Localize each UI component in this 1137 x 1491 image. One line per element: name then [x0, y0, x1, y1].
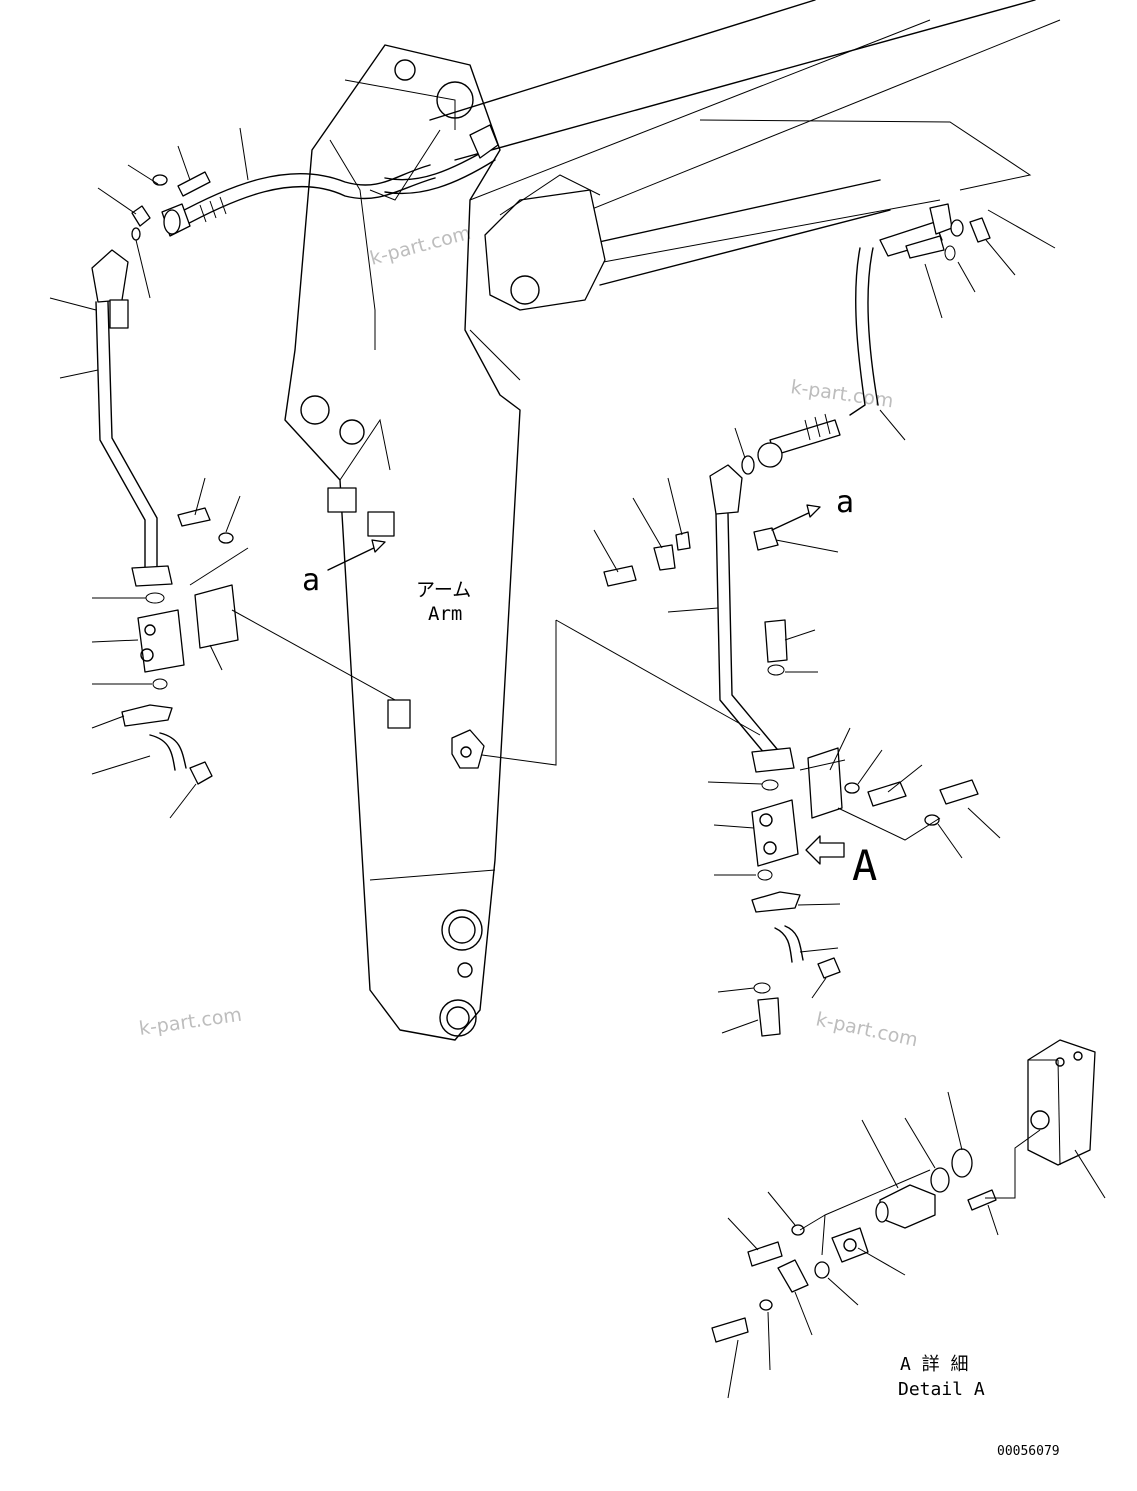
- arm-label: アーム Arm: [416, 579, 471, 625]
- right-pipe-assembly: [481, 119, 1032, 1037]
- right-leader-lines: [593, 209, 1056, 1034]
- boom-outline: [429, 0, 1061, 311]
- detail-a-arrow: A: [805, 835, 877, 890]
- watermark: k-part.com: [138, 1004, 244, 1040]
- watermark: k-part.com: [368, 222, 474, 270]
- arm: [284, 44, 521, 1041]
- view-arrow-right: a: [771, 485, 854, 531]
- watermarks: k-part.com k-part.com k-part.com k-part.…: [138, 222, 920, 1052]
- left-leader-lines: [49, 127, 249, 819]
- drawing-number: 00056079: [997, 1444, 1060, 1459]
- watermark: k-part.com: [789, 376, 895, 412]
- left-pipe-assembly: [91, 164, 436, 785]
- detail-a-title-japanese: A 詳 細: [900, 1354, 969, 1375]
- view-a-label-left: a: [302, 563, 320, 598]
- arm-label-japanese: アーム: [416, 579, 471, 601]
- detail-a-view: A 詳 細 Detail A: [711, 1039, 1106, 1400]
- view-arrow-left: a: [302, 539, 386, 598]
- detail-arrow-label: A: [852, 841, 877, 890]
- view-a-label-right: a: [836, 485, 854, 520]
- watermark: k-part.com: [814, 1008, 920, 1051]
- arm-label-english: Arm: [428, 603, 462, 625]
- detail-a-title-english: Detail A: [898, 1379, 985, 1400]
